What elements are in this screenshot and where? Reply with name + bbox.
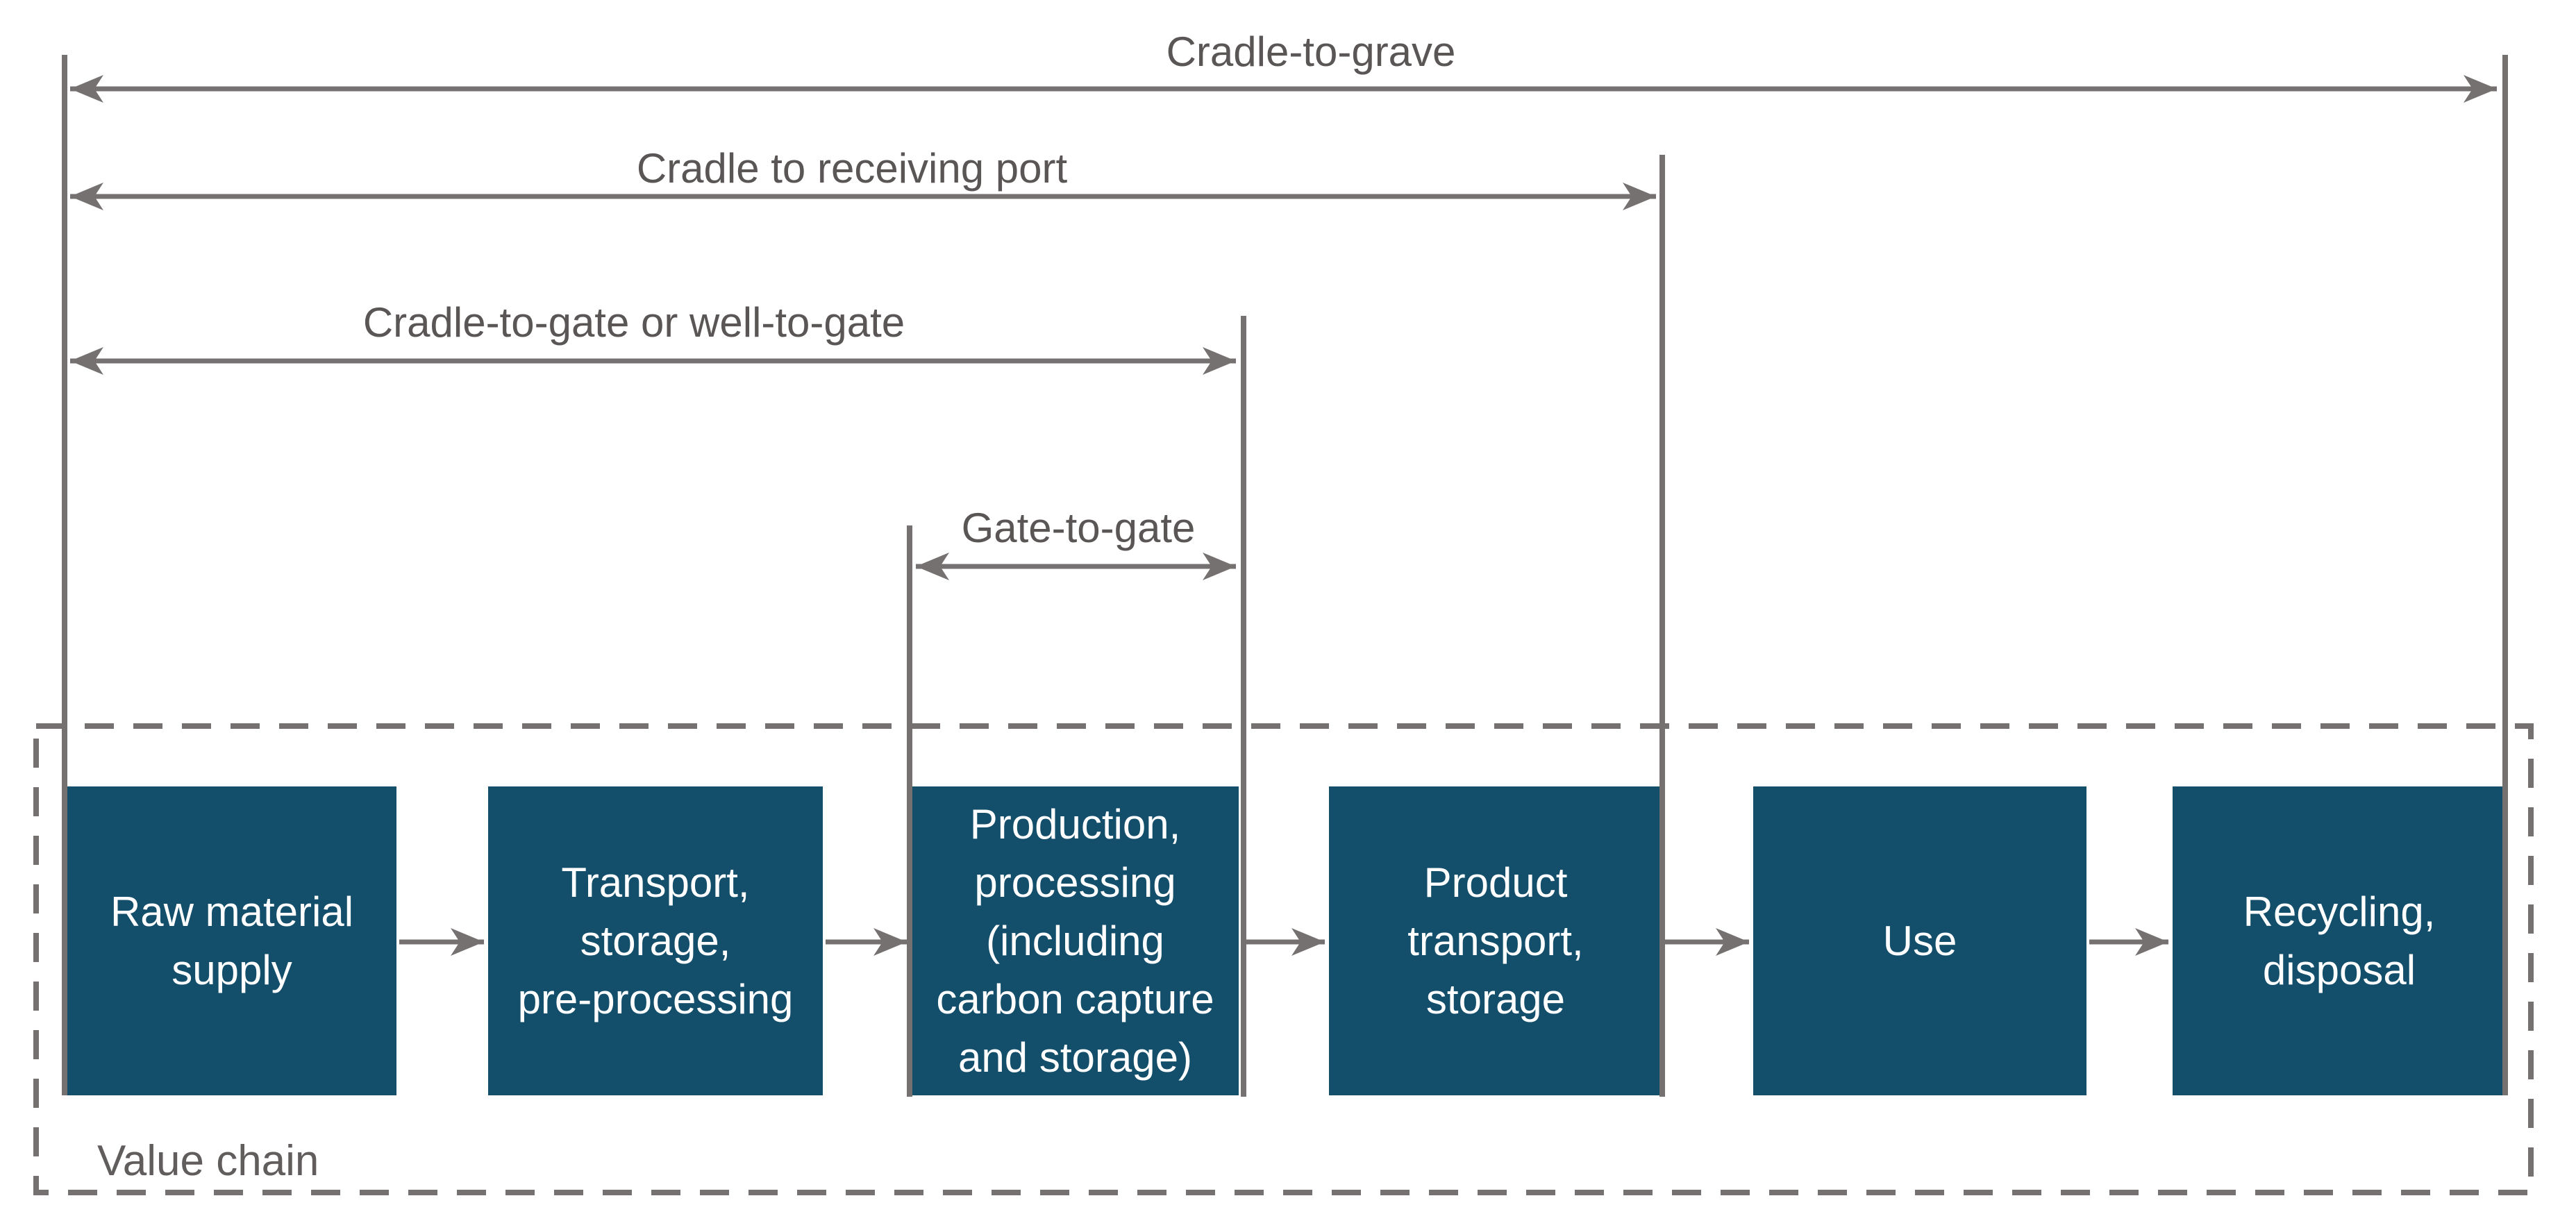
value-chain-caption: Value chain: [97, 1137, 319, 1185]
stage-box-transport-storage-pre-processing: Transport, storage, pre-processing: [488, 786, 823, 1095]
stage-box-product-transport-storage: Product transport, storage: [1329, 786, 1662, 1095]
stage-label: Production, processing (including carbon…: [936, 800, 1214, 1081]
scope-label-cradle-to-receiving-port: Cradle to receiving port: [636, 145, 1068, 192]
value-chain-dashed-border: [33, 723, 2534, 1195]
scope-label-gate-to-gate: Gate-to-gate: [961, 505, 1196, 551]
stage-label: Use: [1882, 917, 1957, 964]
stage-box-recycling-disposal: Recycling, disposal: [2173, 786, 2506, 1095]
stage-label: Product transport, storage: [1407, 859, 1584, 1022]
stage-box-production-processing: Production, processing (including carbon…: [912, 786, 1239, 1095]
stage-box-use: Use: [1753, 786, 2086, 1095]
stage-label: Recycling, disposal: [2243, 888, 2436, 993]
scope-label-cradle-to-gate: Cradle-to-gate or well-to-gate: [362, 299, 905, 346]
stage-label: Raw material supply: [110, 888, 354, 993]
stage-label: Transport, storage, pre-processing: [517, 859, 794, 1022]
scope-label-cradle-to-grave: Cradle-to-grave: [1166, 28, 1456, 75]
stage-box-raw-material-supply: Raw material supply: [67, 786, 396, 1095]
